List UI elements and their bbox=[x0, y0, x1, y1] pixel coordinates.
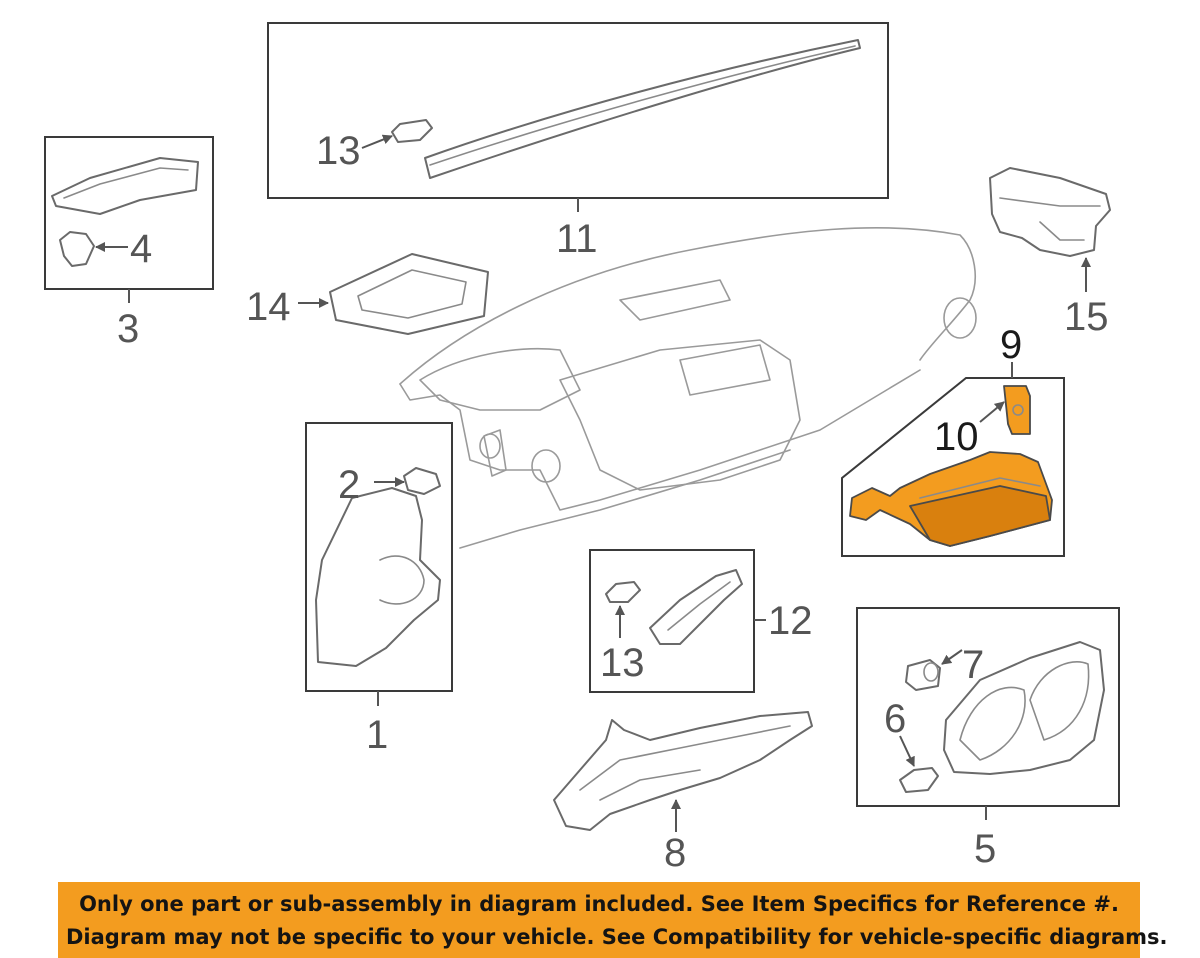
callout-15: 15 bbox=[1064, 295, 1109, 339]
part-11-dash-trim-strip[interactable] bbox=[424, 39, 861, 179]
disclaimer-banner: Only one part or sub-assembly in diagram… bbox=[58, 882, 1168, 958]
part-9-glove-box-front bbox=[909, 485, 1051, 547]
part-8-reinforcement-detail bbox=[579, 725, 791, 801]
part-10-latch-bracket[interactable] bbox=[1003, 385, 1031, 435]
box-3-frame bbox=[44, 136, 214, 290]
callout-3: 3 bbox=[117, 307, 139, 351]
part-10-hole bbox=[1012, 404, 1024, 416]
part-group-1: 2 1 bbox=[305, 422, 453, 757]
part-6-clip[interactable] bbox=[899, 767, 939, 793]
callout-5: 5 bbox=[974, 827, 996, 871]
callout-8: 8 bbox=[664, 831, 686, 875]
part-15-bracket-detail bbox=[999, 197, 1101, 241]
part-5-bezel-opening-right bbox=[1029, 660, 1090, 741]
panel-knob-left bbox=[531, 449, 561, 483]
panel-vent-center bbox=[619, 279, 731, 321]
part-3-cover-inner bbox=[63, 167, 189, 199]
part-15-bracket[interactable] bbox=[989, 167, 1111, 257]
part-group-11: 13 11 bbox=[267, 22, 889, 261]
box-9-frame bbox=[841, 377, 1065, 557]
part-group-3: 4 3 bbox=[44, 136, 214, 351]
leader-13-top bbox=[361, 134, 393, 149]
leader-10 bbox=[979, 401, 1005, 423]
part-7-bushing[interactable] bbox=[905, 659, 941, 691]
panel-cluster-hood bbox=[419, 347, 581, 411]
panel-front-edge bbox=[399, 369, 921, 511]
disclaimer-line-2: Diagram may not be specific to your vehi… bbox=[66, 925, 1168, 949]
callout-4: 4 bbox=[130, 227, 152, 271]
part-3-upper-cover[interactable] bbox=[51, 157, 199, 215]
box-5-frame bbox=[856, 607, 1120, 807]
part-group-12: 13 12 bbox=[589, 549, 813, 693]
callout-13-top: 13 bbox=[316, 129, 361, 173]
leader-6 bbox=[899, 735, 915, 767]
panel-top-contour bbox=[399, 227, 976, 385]
part-4-clip[interactable] bbox=[59, 231, 95, 267]
disclaimer-line-1: Only one part or sub-assembly in diagram… bbox=[79, 892, 1119, 916]
part-11-strip-edge bbox=[429, 45, 856, 166]
panel-display bbox=[679, 344, 771, 396]
part-group-8: 8 bbox=[553, 711, 813, 875]
callout-13-lower: 13 bbox=[600, 641, 645, 685]
part-group-9: 10 9 bbox=[841, 323, 1065, 557]
leader-7 bbox=[941, 649, 963, 665]
instrument-panel-outline bbox=[399, 227, 977, 549]
callout-7: 7 bbox=[962, 643, 984, 687]
callout-2: 2 bbox=[338, 463, 360, 507]
panel-bracket-left bbox=[483, 429, 507, 477]
part-12-panel-inner bbox=[667, 581, 731, 631]
panel-center-stack bbox=[559, 339, 801, 491]
panel-right-vent bbox=[943, 297, 977, 339]
part-group-14: 14 bbox=[246, 253, 489, 335]
part-1-side-trim[interactable] bbox=[315, 487, 441, 667]
callout-6: 6 bbox=[884, 697, 906, 741]
panel-knob-mid bbox=[479, 433, 501, 459]
part-13-clip-lower[interactable] bbox=[605, 581, 641, 603]
callout-12: 12 bbox=[768, 599, 813, 643]
parts-diagram: 13 11 4 3 14 bbox=[44, 22, 1120, 875]
part-13-clip-top[interactable] bbox=[391, 119, 433, 143]
callout-9: 9 bbox=[1000, 323, 1022, 367]
callout-1: 1 bbox=[366, 713, 388, 757]
part-2-clip[interactable] bbox=[403, 467, 441, 495]
part-1-trim-inner bbox=[379, 555, 425, 605]
part-9-glove-box-divider bbox=[919, 477, 1041, 499]
callout-10: 10 bbox=[934, 415, 979, 459]
panel-lower-beam bbox=[459, 449, 791, 549]
part-5-bezel-opening-left bbox=[959, 686, 1026, 761]
callout-14: 14 bbox=[246, 285, 291, 329]
part-group-5: 7 6 5 bbox=[856, 607, 1120, 871]
part-7-bushing-end bbox=[923, 662, 939, 682]
part-group-15: 15 bbox=[989, 167, 1111, 339]
part-14-vent-bezel[interactable] bbox=[329, 253, 489, 335]
callout-11: 11 bbox=[556, 217, 598, 261]
part-14-vent-opening bbox=[357, 269, 467, 319]
part-8-lower-reinforcement[interactable] bbox=[553, 711, 813, 831]
